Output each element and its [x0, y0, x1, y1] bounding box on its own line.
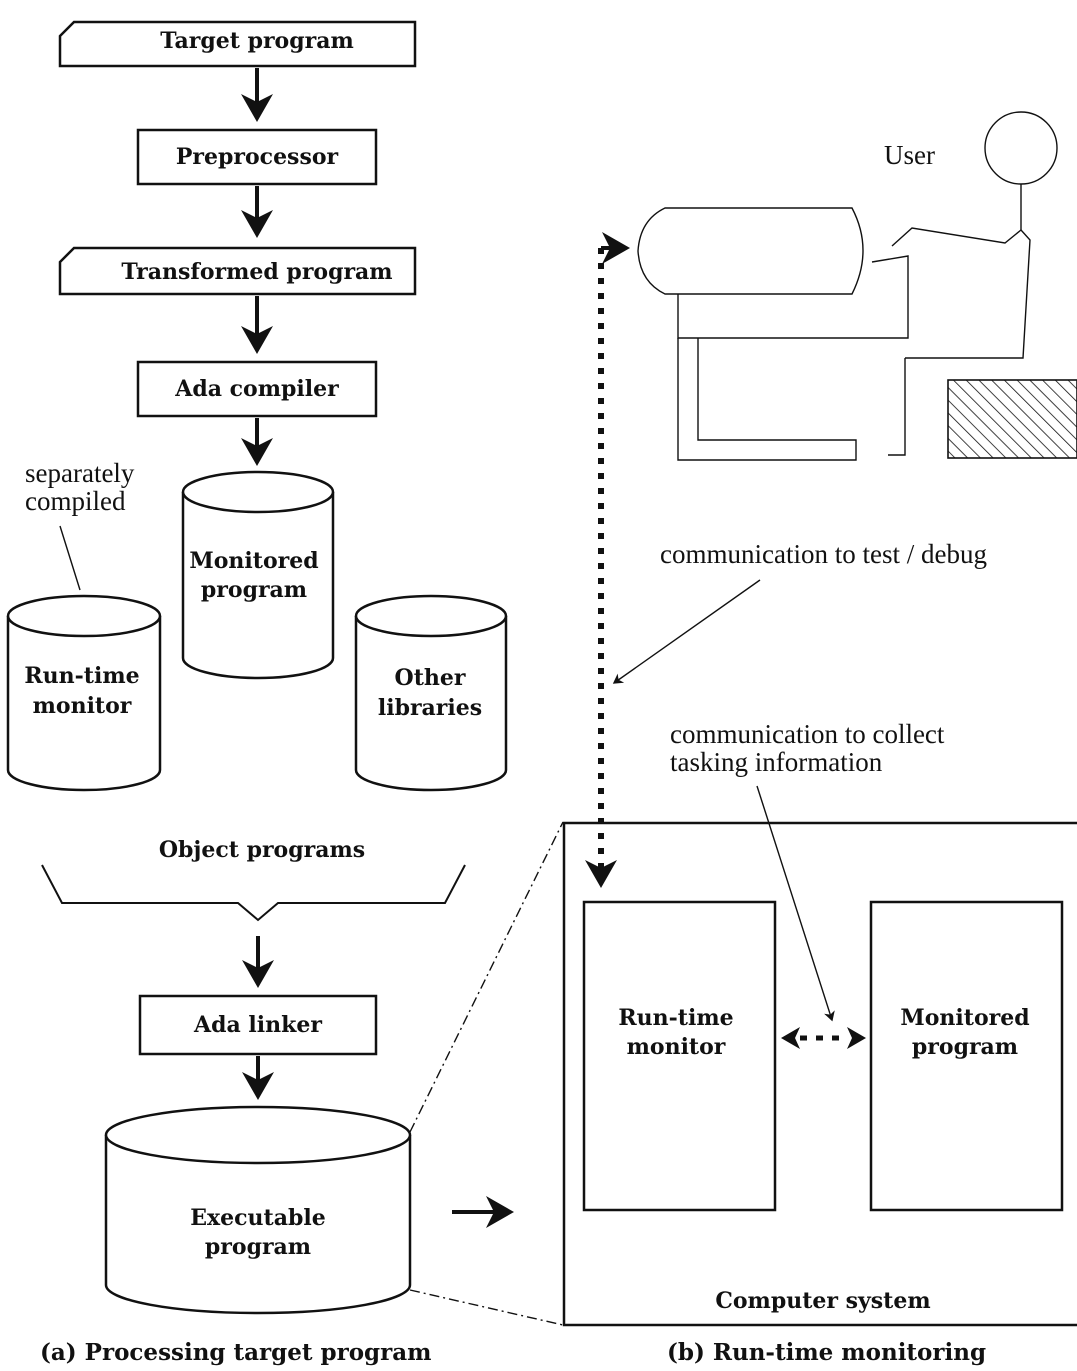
separately-compiled-label-2: compiled: [25, 486, 126, 516]
caption-b: (b) Run-time monitoring: [667, 1339, 986, 1366]
chair-seat: [947, 379, 1077, 459]
object-programs-label: Object programs: [159, 837, 365, 863]
executable-program-label-1: Executable: [190, 1205, 325, 1231]
runtime-monitor-box-label-1: Run-time: [618, 1005, 733, 1031]
user-label: User: [884, 140, 935, 170]
target-program-label: Target program: [160, 28, 353, 54]
preprocessor-label: Preprocessor: [176, 144, 339, 170]
other-libraries-label-1: Other: [395, 665, 466, 691]
monitored-program-cylinder: Monitored program: [181, 470, 335, 680]
preprocessor-box: [136, 128, 378, 186]
monitored-program-box-label-2: program: [912, 1034, 1018, 1060]
comm-collect-label-2: tasking information: [670, 747, 883, 777]
runtime-monitor-box-label-2: monitor: [627, 1034, 726, 1060]
executable-program-cylinder: Executable program: [104, 1105, 412, 1315]
comm-collect-label-1: communication to collect: [670, 719, 945, 749]
ada-compiler-box: [136, 360, 378, 418]
panel-b: User communication to test / debug commu…: [562, 111, 1077, 1366]
object-programs-brace: [41, 864, 466, 922]
other-libraries-label-2: libraries: [378, 695, 482, 721]
caption-a: (a) Processing target program: [40, 1339, 431, 1366]
transformed-program-label: Transformed program: [121, 259, 392, 285]
comm-collect-pointer: [756, 785, 835, 1022]
separately-compiled-label-1: separately: [25, 458, 135, 488]
user-head: [984, 111, 1058, 185]
zoom-line-top: [409, 821, 564, 1133]
comm-test-debug-label: communication to test / debug: [660, 539, 987, 569]
separately-compiled-pointer: [59, 525, 81, 591]
ada-linker-box: [138, 994, 378, 1056]
panel-a: Target program Preprocessor Transformed …: [6, 20, 508, 1366]
terminal-screen: [637, 207, 864, 295]
ada-linker-label: Ada linker: [193, 1012, 322, 1038]
runtime-monitor-box: [582, 900, 777, 1212]
user-figure: [888, 111, 1058, 456]
zoom-line-bottom: [409, 1289, 564, 1326]
monitored-program-box-label-1: Monitored: [900, 1005, 1029, 1031]
monitored-program-label-2: program: [201, 577, 307, 603]
other-libraries-cylinder: Other libraries: [354, 594, 508, 792]
ada-compiler-label: Ada compiler: [174, 376, 339, 402]
computer-system-label: Computer system: [715, 1288, 930, 1314]
runtime-monitor-label-1: Run-time: [24, 663, 139, 689]
terminal-desk: [637, 207, 909, 461]
transformed-program-box: [58, 246, 417, 296]
tasking-info-double-arrow: [781, 1027, 866, 1049]
runtime-monitor-cylinder: Run-time monitor: [6, 594, 162, 792]
executable-program-label-2: program: [205, 1234, 311, 1260]
runtime-monitor-label-2: monitor: [33, 693, 132, 719]
comm-test-debug-pointer: [612, 579, 761, 684]
monitored-program-box: [869, 900, 1064, 1212]
monitored-program-label-1: Monitored: [189, 548, 318, 574]
computer-system-frame: [562, 821, 1077, 1327]
target-program-box: [58, 20, 417, 68]
